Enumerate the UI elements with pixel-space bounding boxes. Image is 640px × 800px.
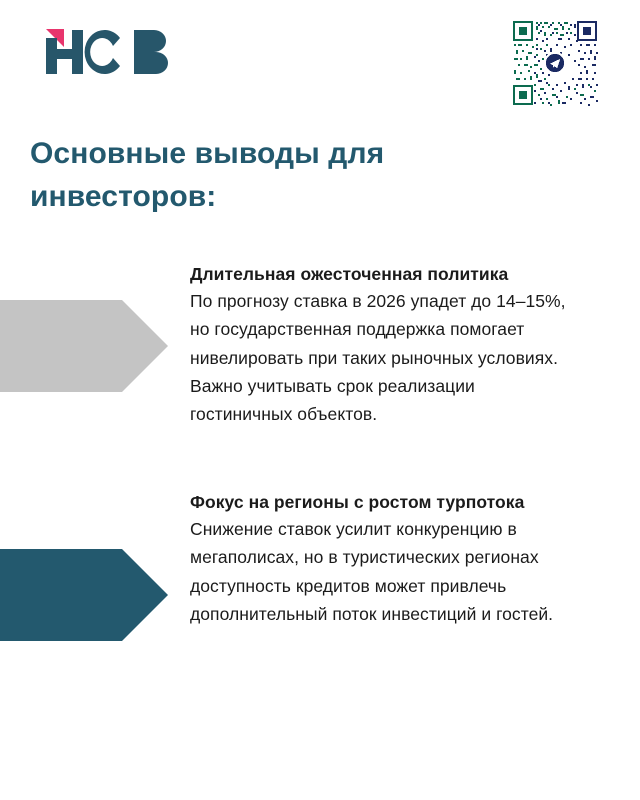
telegram-qr-code[interactable] <box>508 16 602 110</box>
chevron-arrow-gray <box>0 300 168 392</box>
page-header: НСВ <box>0 0 640 120</box>
chevron-arrow-teal <box>0 549 168 641</box>
page-title: Основные выводы для инвесторов: <box>30 137 385 213</box>
telegram-icon <box>543 51 567 75</box>
brand-logo[interactable]: НСВ <box>42 24 192 80</box>
insight-title-1: Длительная ожесточенная политика <box>190 264 509 284</box>
insight-text-1: Длительная ожесточенная политика По прог… <box>190 262 578 429</box>
insight-text-2: Фокус на регионы с ростом турпотока Сниж… <box>190 490 578 628</box>
insight-body-2: Снижение ставок усилит конкуренцию в мег… <box>190 518 554 624</box>
insight-body-1: По прогнозу ставка в 2026 упадет до 14–1… <box>190 290 566 425</box>
insight-title-2: Фокус на регионы с ростом турпотока <box>190 492 525 512</box>
